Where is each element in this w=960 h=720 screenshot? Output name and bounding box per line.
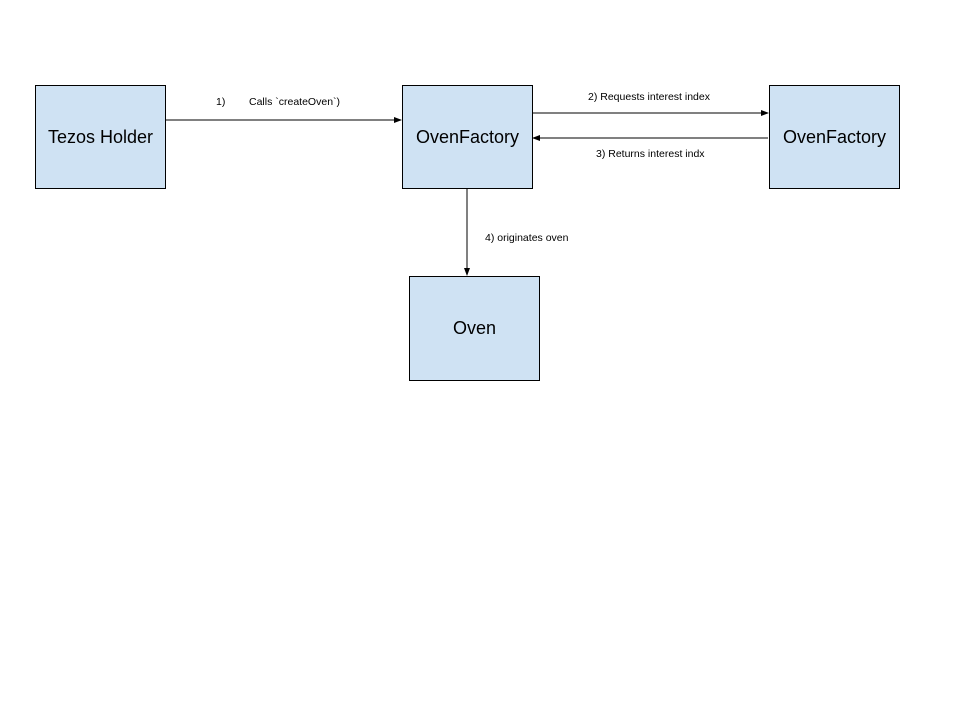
- edge-label-1-number: 1): [216, 96, 226, 108]
- edge-label-1-text: Calls `createOven`): [249, 96, 341, 108]
- edge-label-3: 3) Returns interest indx: [596, 148, 705, 160]
- node-oven-factory-right-label: OvenFactory: [782, 126, 887, 147]
- node-oven-factory-main[interactable]: OvenFactory: [402, 85, 533, 189]
- node-oven[interactable]: Oven: [409, 276, 540, 381]
- node-tezos-holder-label: Tezos Holder: [47, 126, 154, 147]
- node-oven-factory-main-label: OvenFactory: [415, 126, 520, 147]
- node-oven-factory-right[interactable]: OvenFactory: [769, 85, 900, 189]
- edge-label-2: 2) Requests interest index: [588, 91, 710, 103]
- node-oven-label: Oven: [452, 318, 497, 338]
- node-tezos-holder[interactable]: Tezos Holder: [35, 85, 166, 189]
- edge-label-4: 4) originates oven: [485, 232, 569, 244]
